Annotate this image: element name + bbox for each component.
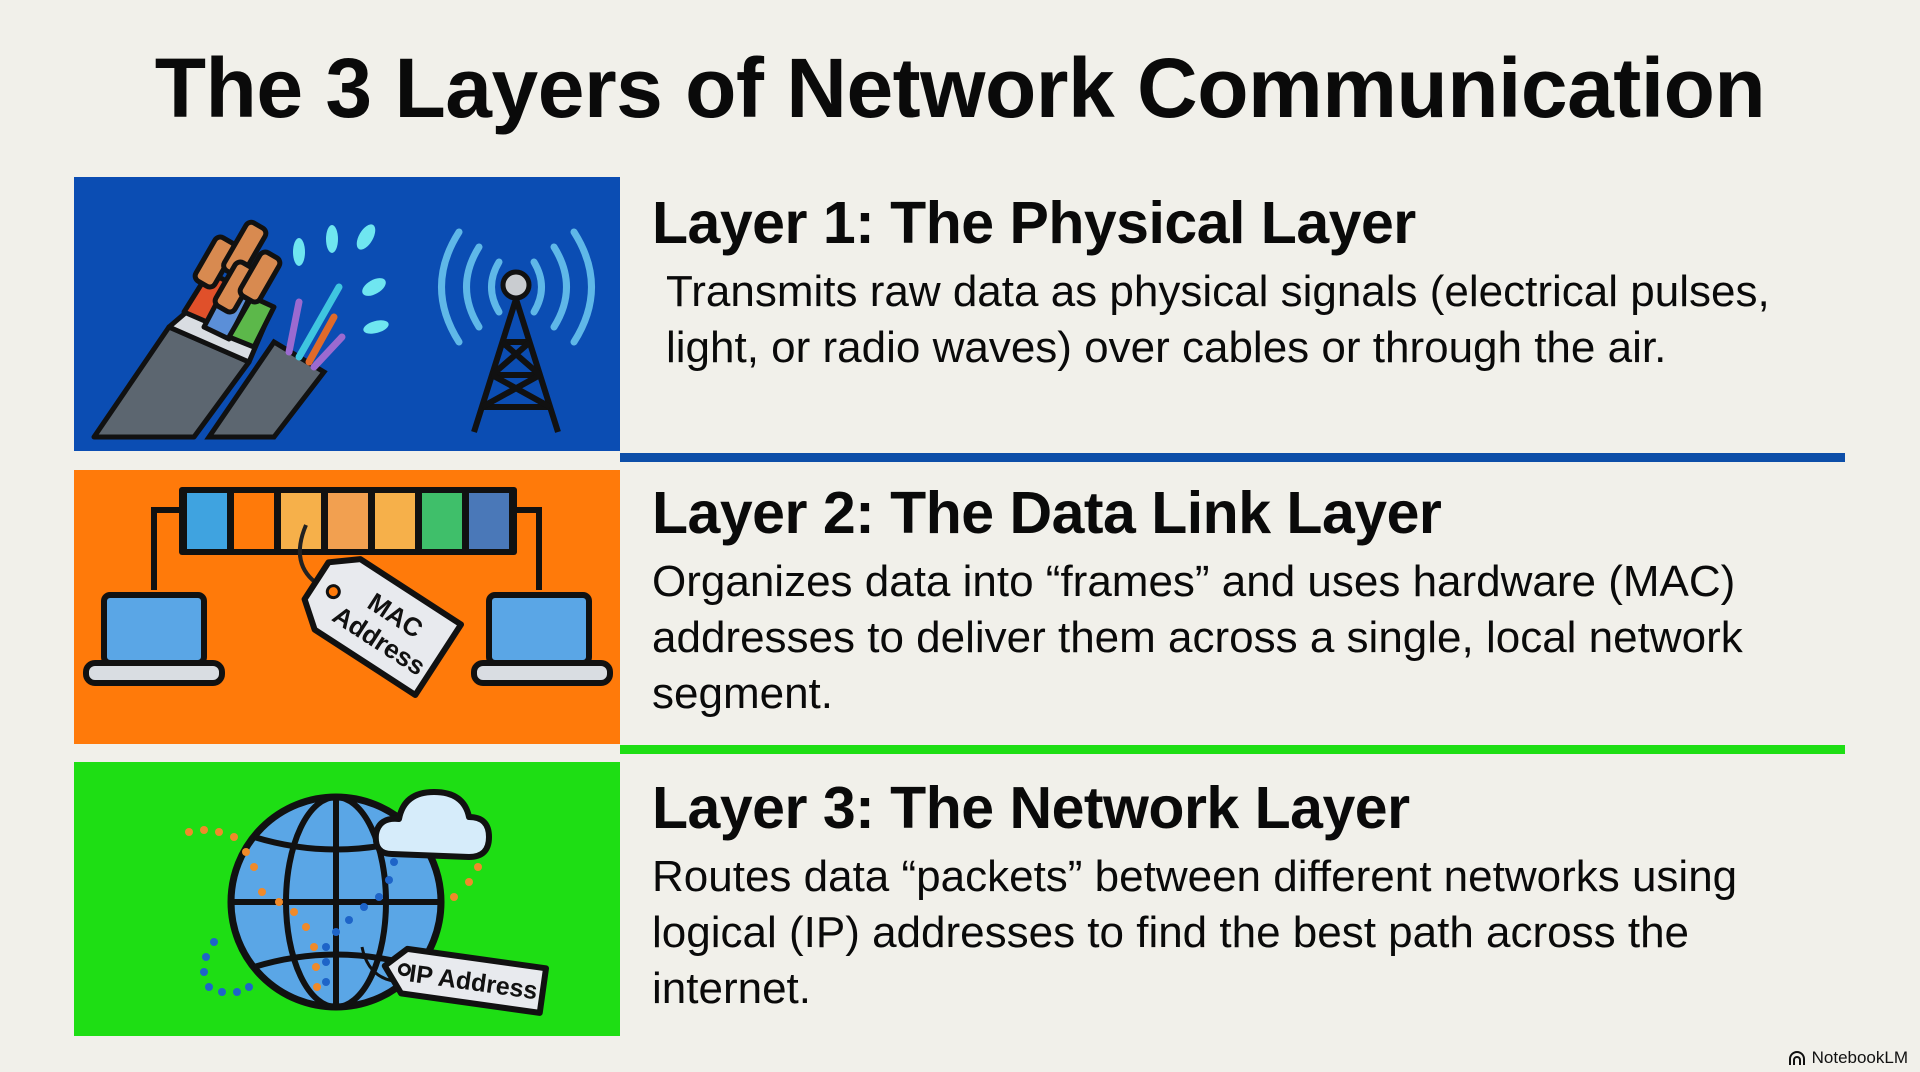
ip-address-tag-icon: IP Address	[381, 945, 550, 1016]
data-link-layer-illustration: MAC Address	[74, 470, 620, 744]
layer-2-divider	[620, 745, 1845, 754]
layer-1-divider	[620, 453, 1845, 462]
physical-layer-illustration	[74, 177, 620, 451]
mac-address-tag-icon: MAC Address	[301, 556, 465, 698]
layer-1-heading: Layer 1: The Physical Layer	[652, 190, 1416, 256]
fiber-optic-cable-icon	[204, 224, 389, 440]
layer-1-text: Layer 1: The Physical Layer Transmits ra…	[652, 190, 1852, 376]
notebooklm-watermark: NotebookLM	[1788, 1048, 1908, 1068]
frame-icon	[179, 487, 517, 555]
copper-cable-icon	[91, 219, 283, 440]
network-layer-illustration: IP Address	[74, 762, 620, 1036]
laptop-icon	[471, 592, 613, 686]
layer-3-heading: Layer 3: The Network Layer	[652, 775, 1410, 841]
notebooklm-logo-icon	[1788, 1051, 1805, 1065]
layer-2-heading: Layer 2: The Data Link Layer	[652, 480, 1442, 546]
laptop-icon	[83, 592, 225, 686]
watermark-label: NotebookLM	[1811, 1048, 1908, 1067]
layer-1-description: Transmits raw data as physical signals (…	[666, 267, 1770, 372]
layer-3-description: Routes data “packets” between different …	[652, 852, 1738, 1013]
radio-tower-icon	[438, 228, 595, 433]
cloud-icon	[372, 789, 492, 860]
layer-3-text: Layer 3: The Network Layer Routes data “…	[652, 775, 1852, 1017]
layer-2-description: Organizes data into “frames” and uses ha…	[652, 557, 1743, 718]
page-title: The 3 Layers of Network Communication	[154, 41, 1766, 135]
layer-2-text: Layer 2: The Data Link Layer Organizes d…	[652, 480, 1852, 722]
